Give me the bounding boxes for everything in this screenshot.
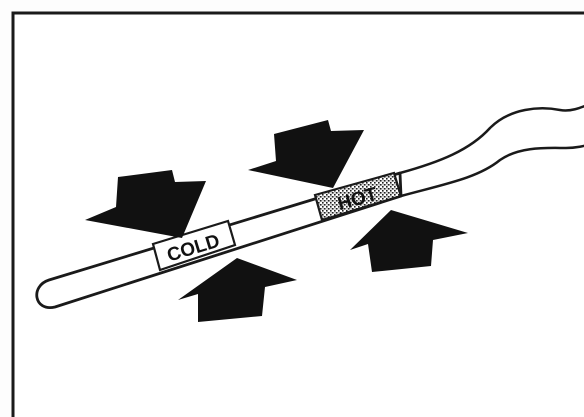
hot-arrow-bottom: [350, 210, 468, 272]
cold-arrow-top: [85, 170, 206, 238]
cold-arrow-bottom: [178, 258, 297, 322]
hot-arrow-top: [248, 120, 364, 188]
probe-cable: [399, 105, 584, 198]
